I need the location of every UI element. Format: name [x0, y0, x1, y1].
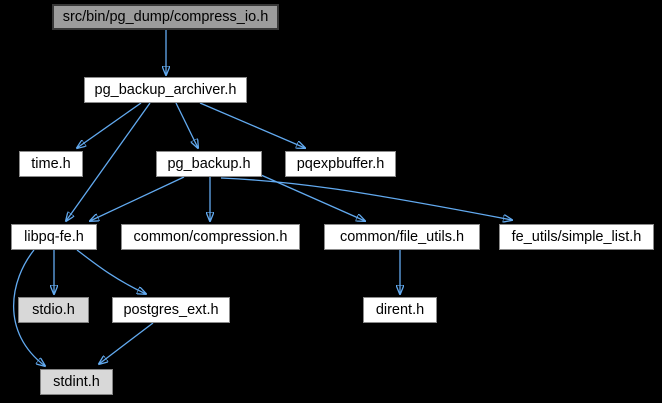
node-common-compression[interactable]: common/compression.h: [121, 224, 300, 250]
edge-pg_backup_archiver-to-libpq_fe: [66, 102, 151, 221]
edge-libpq_fe-to-stdint_h: [13, 249, 45, 366]
node-pg_backup[interactable]: pg_backup.h: [156, 151, 262, 177]
edge-pg_backup-to-simple_list: [220, 177, 512, 220]
edge-pg_backup_archiver-to-time_h: [77, 102, 142, 148]
node-time_h[interactable]: time.h: [19, 151, 83, 177]
edge-libpq_fe-to-postgres_ext: [76, 249, 146, 294]
node-pg_backup_archiver[interactable]: pg_backup_archiver.h: [84, 77, 247, 103]
node-pqexpbuffer[interactable]: pqexpbuffer.h: [285, 151, 396, 177]
node-common-file_utils[interactable]: common/file_utils.h: [324, 224, 480, 250]
node-stdio_h: stdio.h: [18, 297, 89, 323]
node-fe_utils-simple_list[interactable]: fe_utils/simple_list.h: [499, 224, 654, 250]
node-stdint_h: stdint.h: [40, 369, 113, 395]
edge-pg_backup-to-libpq_fe: [90, 176, 185, 221]
node-libpq_fe[interactable]: libpq-fe.h: [11, 224, 97, 250]
node-compress_io: src/bin/pg_dump/compress_io.h: [52, 4, 279, 30]
edge-pg_backup_archiver-to-pg_backup: [175, 102, 198, 148]
edge-postgres_ext-to-stdint_h: [99, 322, 154, 364]
edge-pg_backup_archiver-to-pqexpbuffer: [199, 102, 305, 148]
node-postgres_ext[interactable]: postgres_ext.h: [112, 297, 230, 323]
node-dirent_h[interactable]: dirent.h: [363, 297, 437, 323]
